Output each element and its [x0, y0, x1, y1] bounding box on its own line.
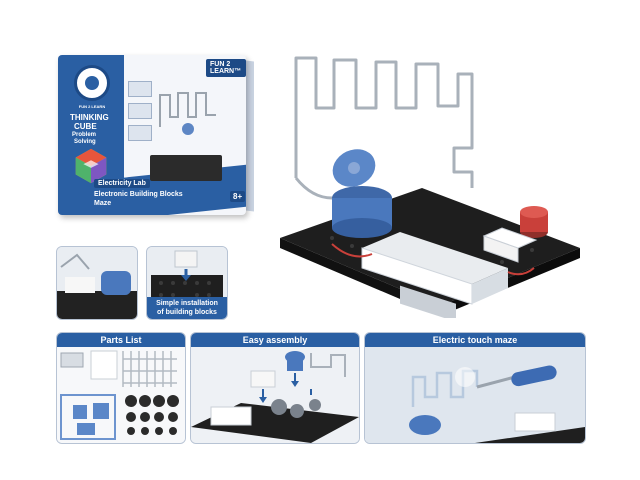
- box-line2: CUBE: [74, 122, 97, 131]
- cube-icon: [75, 148, 107, 184]
- assembly-photo: [191, 347, 359, 443]
- installation-caption-line1: Simple installation: [156, 300, 218, 307]
- box-board: [150, 155, 222, 181]
- box-skill1: Problem: [72, 132, 97, 138]
- brand-tag: FUN 2 LEARN™: [206, 59, 246, 77]
- panel-title-parts: Parts List: [57, 333, 185, 347]
- box-thumb-2: [128, 103, 152, 119]
- installation-caption: Simple installation of building blocks: [147, 297, 227, 319]
- maze-wire: [294, 56, 474, 188]
- feature-card-detail: [56, 246, 138, 320]
- red-wire: [331, 243, 373, 258]
- feature-card-installation: Simple installation of building blocks: [146, 246, 228, 320]
- panel-title-maze: Electric touch maze: [365, 333, 585, 347]
- panel-parts-list: Parts List: [56, 332, 186, 444]
- product-illustration: [280, 56, 580, 318]
- box-front: FUN 2 LEARN FUN 2 LEARN™ THINKING CUBE P…: [58, 55, 246, 215]
- box-maze-wire: [159, 92, 216, 135]
- detail-photo: [57, 247, 137, 319]
- box-thumb-3: [128, 125, 152, 141]
- installation-caption-line2: of building blocks: [157, 309, 217, 316]
- motor-dome: [332, 149, 392, 238]
- panel-title-assembly: Easy assembly: [191, 333, 359, 347]
- box-thumb-1: [128, 81, 152, 97]
- maze-photo: [365, 347, 585, 443]
- product-box: FUN 2 LEARN FUN 2 LEARN™ THINKING CUBE P…: [58, 55, 254, 223]
- box-skill2: Solving: [74, 139, 96, 145]
- brand-logo: [74, 65, 110, 101]
- logo-icon: [85, 76, 99, 90]
- red-knob: [520, 206, 548, 238]
- panel-easy-assembly: Easy assembly: [190, 332, 360, 444]
- parts-photo: [57, 347, 185, 443]
- box-title1: Electronic Building Blocks: [94, 191, 183, 198]
- panel-electric-maze: Electric touch maze: [364, 332, 586, 444]
- box-title2: Maze: [94, 200, 112, 207]
- box-line1: THINKING: [70, 113, 109, 122]
- box-side: [246, 60, 254, 212]
- logo-text: FUN 2 LEARN: [78, 104, 106, 109]
- box-badge: Electricity Lab: [94, 179, 150, 188]
- battery-box: [361, 232, 508, 318]
- age-badge: 8+: [230, 191, 246, 202]
- switch-block: [482, 227, 538, 263]
